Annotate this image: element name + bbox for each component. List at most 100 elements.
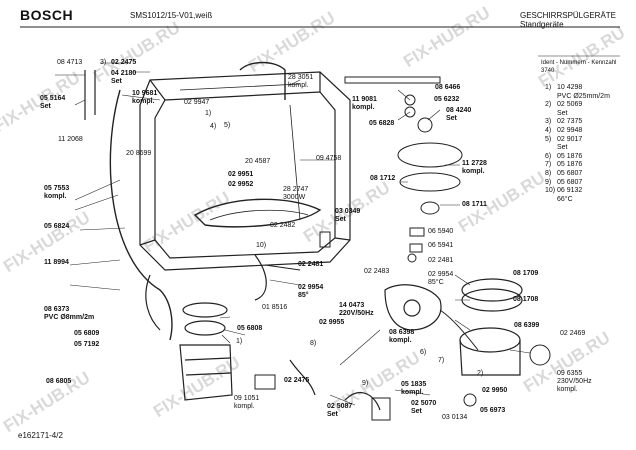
legend-row: 2)02 5069	[545, 101, 583, 109]
drain-hose-icon	[109, 89, 173, 341]
part-label: 02 2482	[270, 222, 296, 229]
part-label: kompl.	[352, 104, 375, 111]
part-label: 02 2483	[364, 268, 390, 275]
part-label: 08 4713	[57, 59, 83, 66]
circulation-pump-icon	[459, 278, 523, 376]
legend-row: 66°C	[557, 195, 573, 203]
part-label: kompl.	[462, 168, 485, 175]
ref-note: 9)	[362, 380, 369, 387]
inlet-hose-icon	[84, 70, 96, 120]
part-label: 02 2481	[428, 257, 454, 264]
part-label: 20 4587	[245, 158, 271, 165]
part-label: 05 6973	[480, 407, 506, 414]
part-label: 20 8699	[126, 150, 152, 157]
part-label: 02 2475	[111, 59, 137, 66]
heater-inner	[209, 209, 309, 221]
tub-icon	[139, 71, 351, 271]
part-label: Set	[327, 411, 338, 418]
part-label: Set	[411, 408, 422, 415]
nozzle-icon	[404, 94, 416, 106]
part-label: 08 1711	[462, 201, 487, 208]
part-label: Set	[335, 216, 346, 223]
part-label: Set	[40, 103, 51, 110]
part-label: kompl.	[288, 82, 309, 89]
part-label: 02 2475	[284, 377, 310, 384]
part-label: 06 5941	[428, 242, 454, 249]
part-label: 02 9952	[228, 181, 254, 188]
part-label: kompl.	[557, 386, 578, 393]
part-label: 05 6824	[44, 223, 70, 230]
part-label: 220V/50Hz	[339, 310, 374, 317]
legend-row: 8)05 6807	[545, 169, 583, 177]
pump-hose	[439, 309, 479, 351]
hose-icon	[344, 392, 381, 411]
sensor-icon	[409, 227, 425, 237]
document-id: e162171-4/2	[18, 431, 63, 440]
part-label: 05 7553	[44, 185, 70, 192]
legend-row: Set	[557, 109, 568, 117]
ref-note: 1)	[236, 338, 243, 345]
legend-row: PVC Ø25mm/2m	[557, 92, 610, 100]
legend-row: 10)06 9132	[545, 187, 583, 195]
ref-note: 3)	[100, 59, 107, 66]
part-label: 02 5087	[327, 403, 353, 410]
part-label: kompl.	[44, 193, 67, 200]
part-label: 02 9955	[319, 319, 345, 326]
part-label: 08 6398	[389, 329, 415, 336]
ident-label: Ident - Nummern - Kennzahl	[541, 60, 617, 66]
part-label: 05 6809	[74, 330, 100, 337]
category-subtitle: Standgeräte	[520, 20, 564, 29]
part-label: kompl.	[234, 403, 255, 410]
ref-note: 7)	[438, 357, 445, 364]
part-label: kompl.	[401, 389, 424, 396]
brand-logo: BOSCH	[20, 7, 74, 23]
part-label: kompl.	[132, 98, 155, 105]
part-label: 09 4758	[316, 155, 342, 162]
part-label: 85°	[298, 292, 309, 299]
part-label: 05 6828	[369, 120, 395, 127]
part-label: 11 2728	[462, 160, 487, 167]
spray-tube-icon	[239, 61, 286, 100]
drain-pump-icon	[384, 284, 442, 331]
part-label: 08 6466	[435, 84, 461, 91]
ref-note: 8)	[310, 340, 317, 347]
part-label: 02 2481	[298, 261, 324, 268]
part-label: 06 5940	[428, 228, 454, 235]
part-label: Set	[111, 78, 122, 85]
part-label: Set	[446, 115, 457, 122]
ref-note: 2)	[477, 370, 484, 377]
legend-row: 3)02 7375	[545, 118, 583, 126]
part-label: 08 4240	[446, 107, 472, 114]
ref-note: 6)	[420, 349, 427, 356]
valve-icon	[319, 231, 331, 248]
softener-icon	[179, 302, 233, 401]
part-label: 02 9947	[184, 99, 210, 106]
part-label: 11 8994	[44, 259, 69, 266]
part-label: 04 2180	[111, 70, 137, 77]
part-label: 08 1708	[513, 296, 539, 303]
part-label: 3000W	[283, 194, 306, 201]
legend-row: 7)05 1876	[545, 161, 583, 169]
model-number: SMS1012/15-V01,weiß	[130, 11, 213, 20]
heater-icon	[193, 198, 322, 228]
part-label: 03 0349	[335, 208, 361, 215]
part-label: 09 6355	[557, 370, 583, 377]
part-label: 85°C	[428, 279, 444, 286]
valve-icon	[254, 374, 276, 390]
part-label: 05 1835	[401, 381, 427, 388]
part-label: 02 9954	[298, 284, 324, 291]
footnote-legend: 1)10 4298 PVC Ø25mm/2m 2)02 5069 Set 3)0…	[545, 84, 610, 204]
hose-icon	[289, 359, 316, 396]
part-label: 11 2068	[58, 136, 83, 143]
part-label: 230V/50Hz	[557, 378, 592, 385]
part-label: 05 7192	[74, 341, 100, 348]
legend-row: 1)10 4298	[545, 84, 583, 91]
aquastop-icon	[371, 397, 391, 421]
part-label: 10 9681	[132, 90, 158, 97]
lower-spray-arm-icon	[397, 142, 463, 168]
part-label: 02 9954	[428, 271, 454, 278]
part-label: 05 6808	[237, 325, 263, 332]
filter-icon	[399, 172, 461, 192]
legend-row: 6)05 1876	[545, 152, 583, 160]
